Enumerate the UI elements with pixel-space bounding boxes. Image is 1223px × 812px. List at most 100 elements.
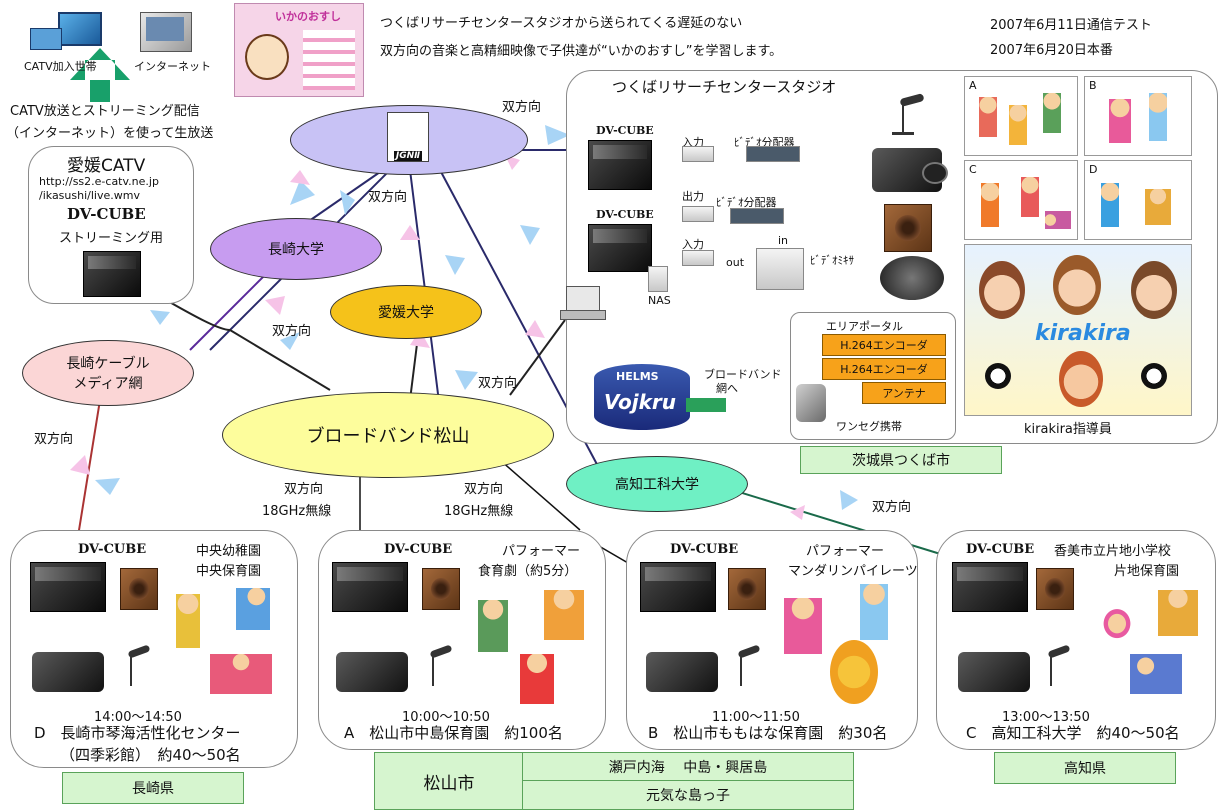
site-name-line1: パフォーマー	[806, 544, 885, 559]
date-live: 2007年6月20日本番	[990, 43, 1113, 58]
date-test: 2007年6月11日通信テスト	[990, 18, 1152, 33]
catv-home-label: CATV加入世帯	[24, 60, 97, 73]
microphone-icon	[722, 644, 762, 692]
speaker-icon	[120, 568, 158, 610]
region-kids: 元気な島っ子	[522, 780, 854, 810]
panel-d: D	[1084, 160, 1192, 240]
instructor-face	[979, 261, 1025, 319]
video-mixer	[756, 248, 804, 290]
kid-figure	[176, 594, 200, 648]
out-label: out	[726, 256, 745, 269]
dv-cube-icon	[588, 224, 652, 272]
kid-figure	[1043, 93, 1061, 133]
region-island-label: 瀬戸内海 中島・興居島	[608, 760, 768, 776]
bidir-label: 双方向	[502, 100, 542, 115]
kid-figure	[979, 97, 997, 137]
panda-icon	[1141, 363, 1167, 389]
computer-icon	[140, 12, 192, 52]
bidir-label: 双方向	[34, 432, 74, 447]
site-device-label: DV-CUBE	[670, 542, 739, 557]
ehime-catv-device: DV-CUBE	[67, 205, 146, 223]
kid-figure	[1145, 189, 1171, 225]
region-nagasaki-label: 長崎県	[132, 781, 174, 797]
bidir-label: 双方向	[284, 482, 324, 497]
hula-hoop-kid	[1086, 590, 1148, 646]
site-name-line2: 片地保育園	[1114, 564, 1180, 579]
nagasaki-cable-node: 長崎ケーブル メディア網	[22, 340, 194, 406]
kid-figure	[1158, 590, 1198, 636]
in-label: in	[778, 234, 789, 247]
ikanoosushi-poster: いかのおすし	[234, 3, 364, 97]
girl-face-icon	[245, 34, 289, 80]
h264-encoder-box: H.264エンコーダ	[822, 358, 946, 380]
input-label: 入力	[682, 136, 704, 149]
bidir-label: 双方向	[368, 190, 408, 205]
kirakira-logo: kirakira	[1035, 321, 1131, 346]
site-name-line1: 香美市立片地小学校	[1054, 544, 1172, 559]
header-line1: つくばリサーチセンタースタジオから送られてくる遅延のない	[380, 16, 743, 31]
converter-box	[682, 146, 714, 162]
helms-database-icon: HELMS Vojkru	[594, 364, 690, 430]
region-matsuyama: 松山市	[374, 752, 524, 810]
kid-figure	[1149, 93, 1167, 141]
site-name-line1: パフォーマー	[502, 544, 581, 559]
area-portal-label: エリアポータル	[826, 320, 903, 333]
panel-b: B	[1084, 76, 1192, 156]
site-time: 11:00～11:50	[712, 710, 800, 725]
microphone-icon	[414, 644, 454, 692]
kid-figure	[478, 600, 508, 652]
ehime-univ-node: 愛媛大学	[330, 285, 482, 339]
kid-figure	[520, 654, 554, 704]
site-caption-line1: D 長崎市琴海活性化センター	[34, 724, 241, 742]
video-camera-icon	[872, 148, 948, 192]
site-device-label: DV-CUBE	[966, 542, 1035, 557]
video-distributor	[730, 208, 784, 224]
tsukuba-region-label: 茨城県つくば市	[800, 446, 1002, 474]
dv-cube-icon	[640, 562, 716, 612]
ehime-catv-url1: http://ss2.e-catv.ne.jp	[39, 175, 159, 188]
tsukuba-region-text: 茨城県つくば市	[852, 453, 950, 469]
kirakira-caption: kirakira指導員	[1024, 422, 1112, 437]
h264-encoder-label: H.264エンコーダ	[840, 363, 928, 376]
kid-figure	[1130, 654, 1182, 694]
tsukuba-dvcube2-label: DV-CUBE	[596, 208, 654, 221]
input-label: 入力	[682, 238, 704, 251]
wireless-label: 18GHz無線	[444, 504, 514, 519]
kid-figure	[1045, 211, 1071, 229]
converter-box	[682, 250, 714, 266]
region-nagasaki: 長崎県	[62, 772, 244, 804]
kid-figure	[860, 584, 888, 640]
vojkru-label: Vojkru	[604, 390, 677, 414]
jgn-node: JGNⅡ	[290, 105, 528, 175]
video-camera-icon	[32, 652, 104, 692]
mobile-phone-icon	[796, 384, 826, 422]
converter-box	[682, 206, 714, 222]
instructor-face	[1053, 255, 1101, 315]
antenna-label: アンテナ	[882, 387, 926, 400]
site-caption-line2: （四季彩館） 約40～50名	[60, 746, 241, 764]
ehime-catv-box: 愛媛CATV http://ss2.e-catv.ne.jp /ikasushi…	[28, 146, 194, 304]
arrow-to-broadband	[686, 398, 726, 412]
panel-a: A	[964, 76, 1078, 156]
kid-figure	[1009, 105, 1027, 145]
speaker-icon	[728, 568, 766, 610]
broadcast-line2: （インターネット）を使って生放送	[6, 126, 214, 141]
oneseg-label: ワンセグ携帯	[836, 420, 902, 433]
bb-matsuyama-node: ブロードバンド松山	[222, 392, 554, 478]
site-device-label: DV-CUBE	[78, 542, 147, 557]
tsukuba-dvcube1-label: DV-CUBE	[596, 124, 654, 137]
kid-figure	[784, 598, 822, 654]
kid-figure	[981, 183, 999, 227]
video-camera-icon	[646, 652, 718, 692]
video-distributor-label: ﾋﾞﾃﾞｵ分配器	[734, 136, 795, 149]
dv-cube-icon	[30, 562, 106, 612]
site-time: 13:00～13:50	[1002, 710, 1090, 725]
wireless-label: 18GHz無線	[262, 504, 332, 519]
dv-cube-icon	[952, 562, 1028, 612]
site-nakajima-box	[318, 530, 606, 750]
microphone-icon	[1032, 644, 1072, 692]
site-caption-line1: B 松山市ももはな保育園 約30名	[648, 724, 888, 742]
ehime-catv-url2: /ikasushi/live.wmv	[39, 189, 140, 202]
kochi-tech-label: 高知工科大学	[615, 477, 699, 493]
dv-cube-icon	[83, 251, 141, 297]
